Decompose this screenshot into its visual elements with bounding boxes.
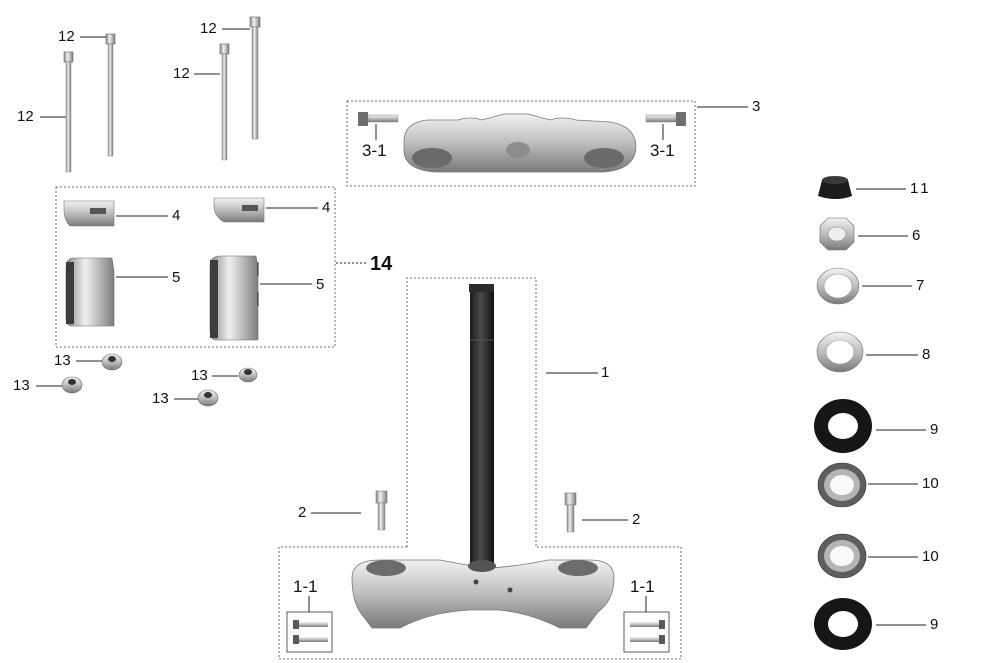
lower-bolt-set-left — [286, 596, 333, 653]
callout-top-clamp-bolt-right: 3-1 — [650, 141, 675, 160]
callout-bolt-b: 12 — [58, 28, 75, 45]
callout-bolt-d: 12 — [200, 20, 217, 37]
clamp-cap-right — [213, 197, 265, 223]
callout-pinch-bolt-left: 2 — [298, 504, 307, 521]
nut-d — [197, 389, 219, 407]
pinch-bolt-leader-lines — [311, 512, 628, 521]
lower-bolt-set-right — [623, 596, 670, 653]
nut-a — [101, 353, 123, 371]
top-clamp-part — [403, 113, 637, 173]
long-bolt-a — [63, 51, 74, 173]
callout-clamp-cap-left: 4 — [172, 207, 181, 224]
long-bolt-b — [105, 33, 116, 157]
callout-nut-b: 13 — [13, 377, 30, 394]
stem-cap-part — [818, 176, 852, 199]
clamp-cap-leader-lines — [116, 207, 318, 217]
stem-nut-part — [819, 217, 855, 251]
callout-nut-a: 13 — [54, 352, 71, 369]
bearing-bottom-part — [817, 533, 867, 579]
top-clamp-bolt-right — [645, 112, 686, 126]
callout-top-clamp: 3 — [752, 98, 761, 115]
callout-clamp-body-left: 5 — [172, 269, 181, 286]
clamp-cap-left — [63, 200, 115, 227]
nuts — [61, 353, 258, 407]
steering-stem-part — [469, 284, 494, 564]
bolt-leader-lines — [40, 28, 250, 118]
callout-clamp-body-right: 5 — [316, 276, 325, 293]
callout-bearing-bottom: 10 — [922, 548, 939, 565]
bearing-top-part — [817, 462, 867, 508]
washer-part — [816, 267, 860, 305]
callout-bolt-a: 12 — [17, 108, 34, 125]
callout-lock-washer: 8 — [922, 346, 931, 363]
callout-nut-c: 13 — [191, 367, 208, 384]
clamp-body-left — [65, 257, 115, 327]
callout-pinch-bolt-right: 2 — [632, 511, 641, 528]
top-clamp-leader-lines — [375, 106, 748, 140]
pinch-bolt-right — [564, 492, 577, 533]
nut-leader-lines — [36, 360, 238, 400]
pinch-bolt-left — [375, 490, 388, 531]
callout-bolt-c: 12 — [173, 65, 190, 82]
callout-dust-seal-top: 9 — [930, 421, 939, 438]
callout-nut-d: 13 — [152, 390, 169, 407]
callout-lower-bolt-set-right: 1-1 — [630, 577, 655, 596]
nut-c — [238, 367, 258, 383]
stem-box-outline — [278, 277, 682, 660]
top-clamp-box — [346, 100, 696, 187]
callout-lower-bolt-set-left: 1-1 — [293, 577, 318, 596]
callout-clamp-assembly: 14 — [370, 253, 393, 275]
long-bolt-c — [219, 43, 230, 161]
clamp-assembly-box — [55, 186, 336, 348]
clamp-body-leader-lines — [116, 276, 312, 285]
lower-triple-clamp — [351, 559, 615, 629]
top-clamp-bolt-left — [358, 112, 399, 126]
callout-dust-seal-bottom: 9 — [930, 616, 939, 633]
callout-top-clamp-bolt-left: 3-1 — [362, 141, 387, 160]
dust-seal-top-part — [814, 399, 872, 453]
right-column-leader-lines — [856, 188, 926, 626]
callout-washer: 7 — [916, 277, 925, 294]
callout-stem-cap: 11 — [910, 180, 932, 197]
clamp-body-right — [209, 255, 259, 341]
nut-b — [61, 376, 83, 394]
dust-seal-bottom-part — [814, 598, 872, 650]
callout-bearing-top: 10 — [922, 475, 939, 492]
callout-clamp-cap-right: 4 — [322, 199, 331, 216]
long-bolt-d — [249, 16, 261, 140]
callout-steering-stem: 1 — [601, 364, 610, 381]
lock-washer-part — [816, 331, 864, 373]
callout-stem-nut: 6 — [912, 227, 921, 244]
